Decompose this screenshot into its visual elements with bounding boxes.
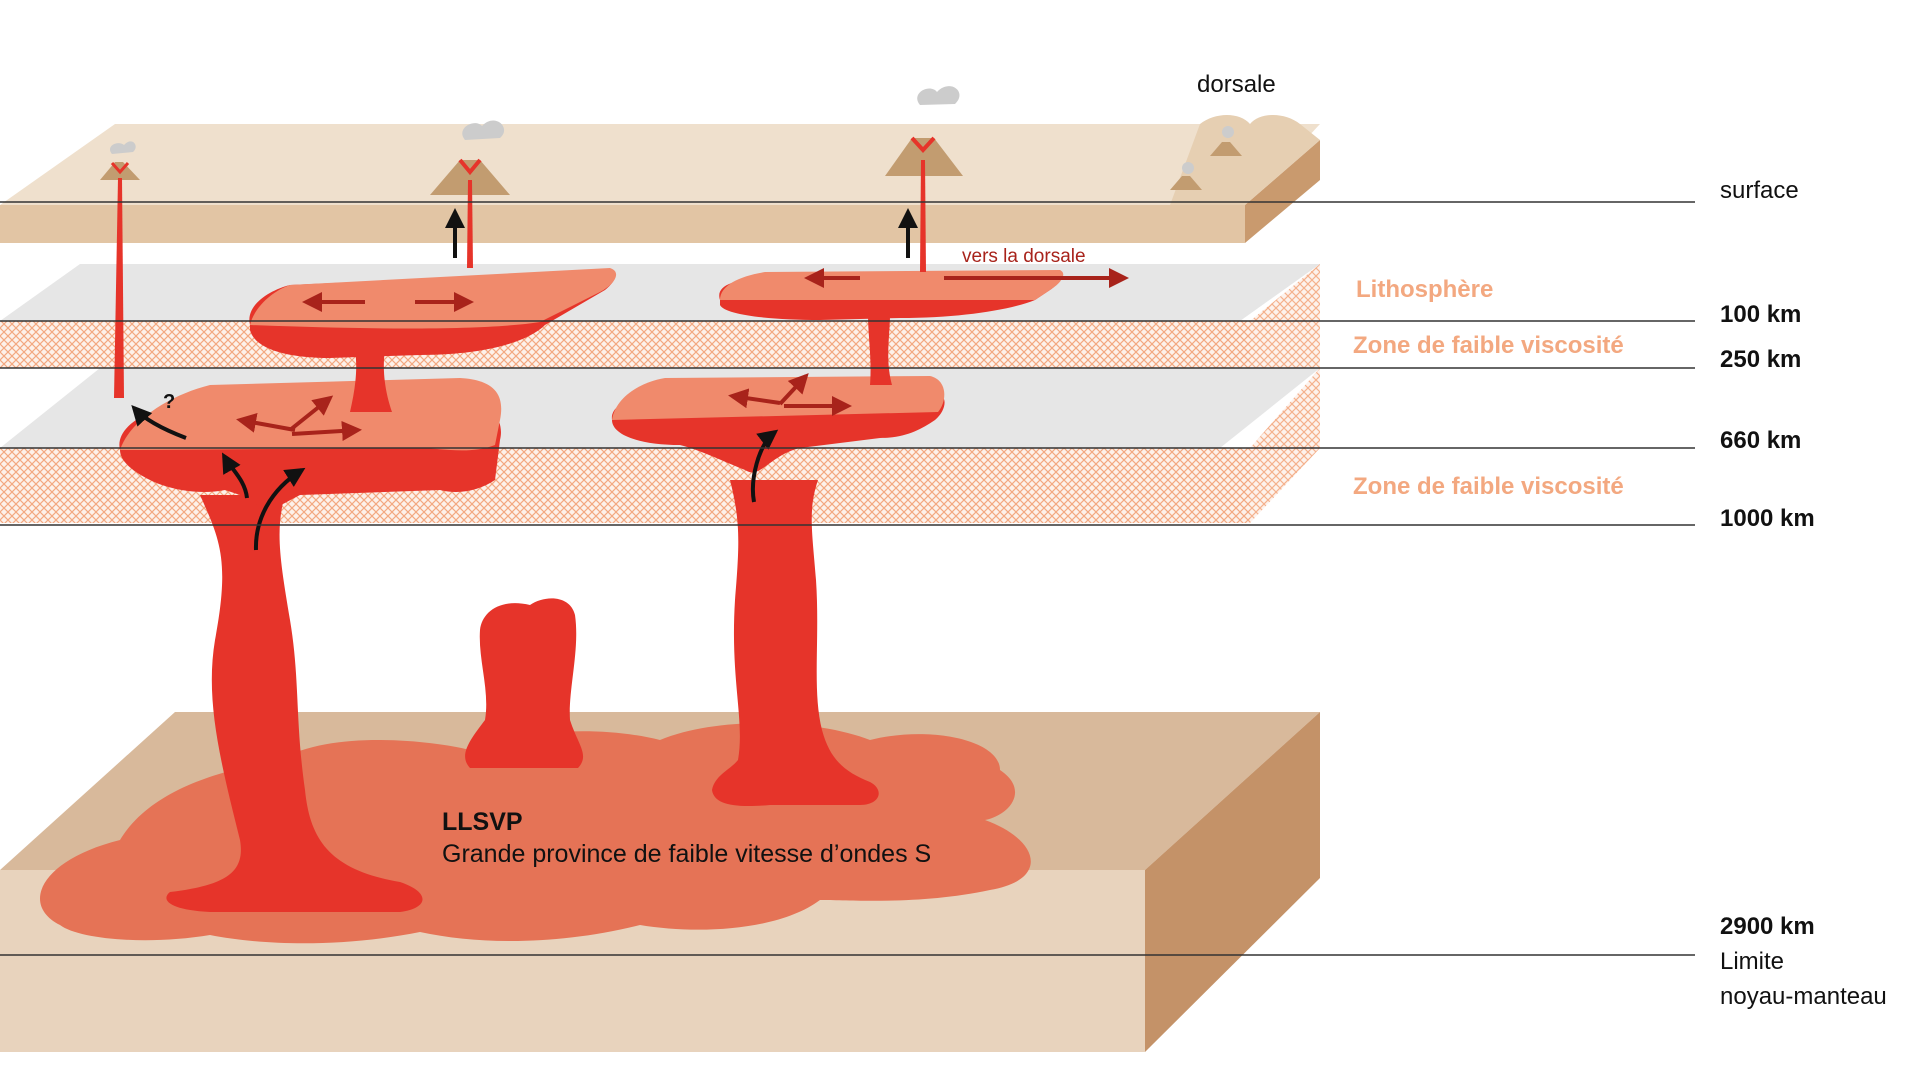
volcano-center [430, 120, 510, 195]
ridge-volcanoes [1170, 126, 1242, 190]
conduit-right-thin [920, 160, 926, 272]
depth-660: 660 km [1720, 427, 1801, 454]
boundary-lines [0, 201, 1695, 956]
depth-250: 250 km [1720, 346, 1801, 373]
ridge-label: dorsale [1197, 71, 1276, 98]
llsvp-subtitle: Grande province de faible vitesse d’onde… [442, 840, 931, 868]
low-viscosity-upper-label: Zone de faible viscosité [1353, 332, 1624, 359]
plume-left-stem [166, 495, 423, 912]
llsvp-title: LLSVP [442, 808, 523, 836]
flow-arrows-black [131, 208, 918, 551]
surface-slab [0, 115, 1320, 243]
plume-right-stem [712, 480, 879, 807]
question-mark: ? [163, 391, 175, 413]
lithosphere-label: Lithosphère [1356, 276, 1493, 303]
plume-small-blob [465, 598, 584, 768]
cmb-label-line1: Limite [1720, 948, 1784, 975]
depth-100: 100 km [1720, 301, 1801, 328]
plume-left-conduit [350, 350, 392, 412]
low-viscosity-lower-label: Zone de faible viscosité [1353, 473, 1624, 500]
plume-right-head-top [612, 376, 945, 420]
toward-ridge-label: vers la dorsale [962, 246, 1086, 267]
plume-left-upper-head-top [250, 268, 617, 329]
surface-label: surface [1720, 177, 1799, 204]
flow-arrows-dark [236, 268, 1129, 441]
depth-1000: 1000 km [1720, 505, 1815, 532]
volcano-right [885, 86, 963, 176]
conduit-center-thin [467, 180, 473, 268]
conduit-left-thin [114, 178, 124, 398]
plume-right-upper-head-top [720, 270, 1064, 300]
depth-2900: 2900 km [1720, 913, 1815, 940]
cmb-label-line2: noyau-manteau [1720, 983, 1887, 1010]
